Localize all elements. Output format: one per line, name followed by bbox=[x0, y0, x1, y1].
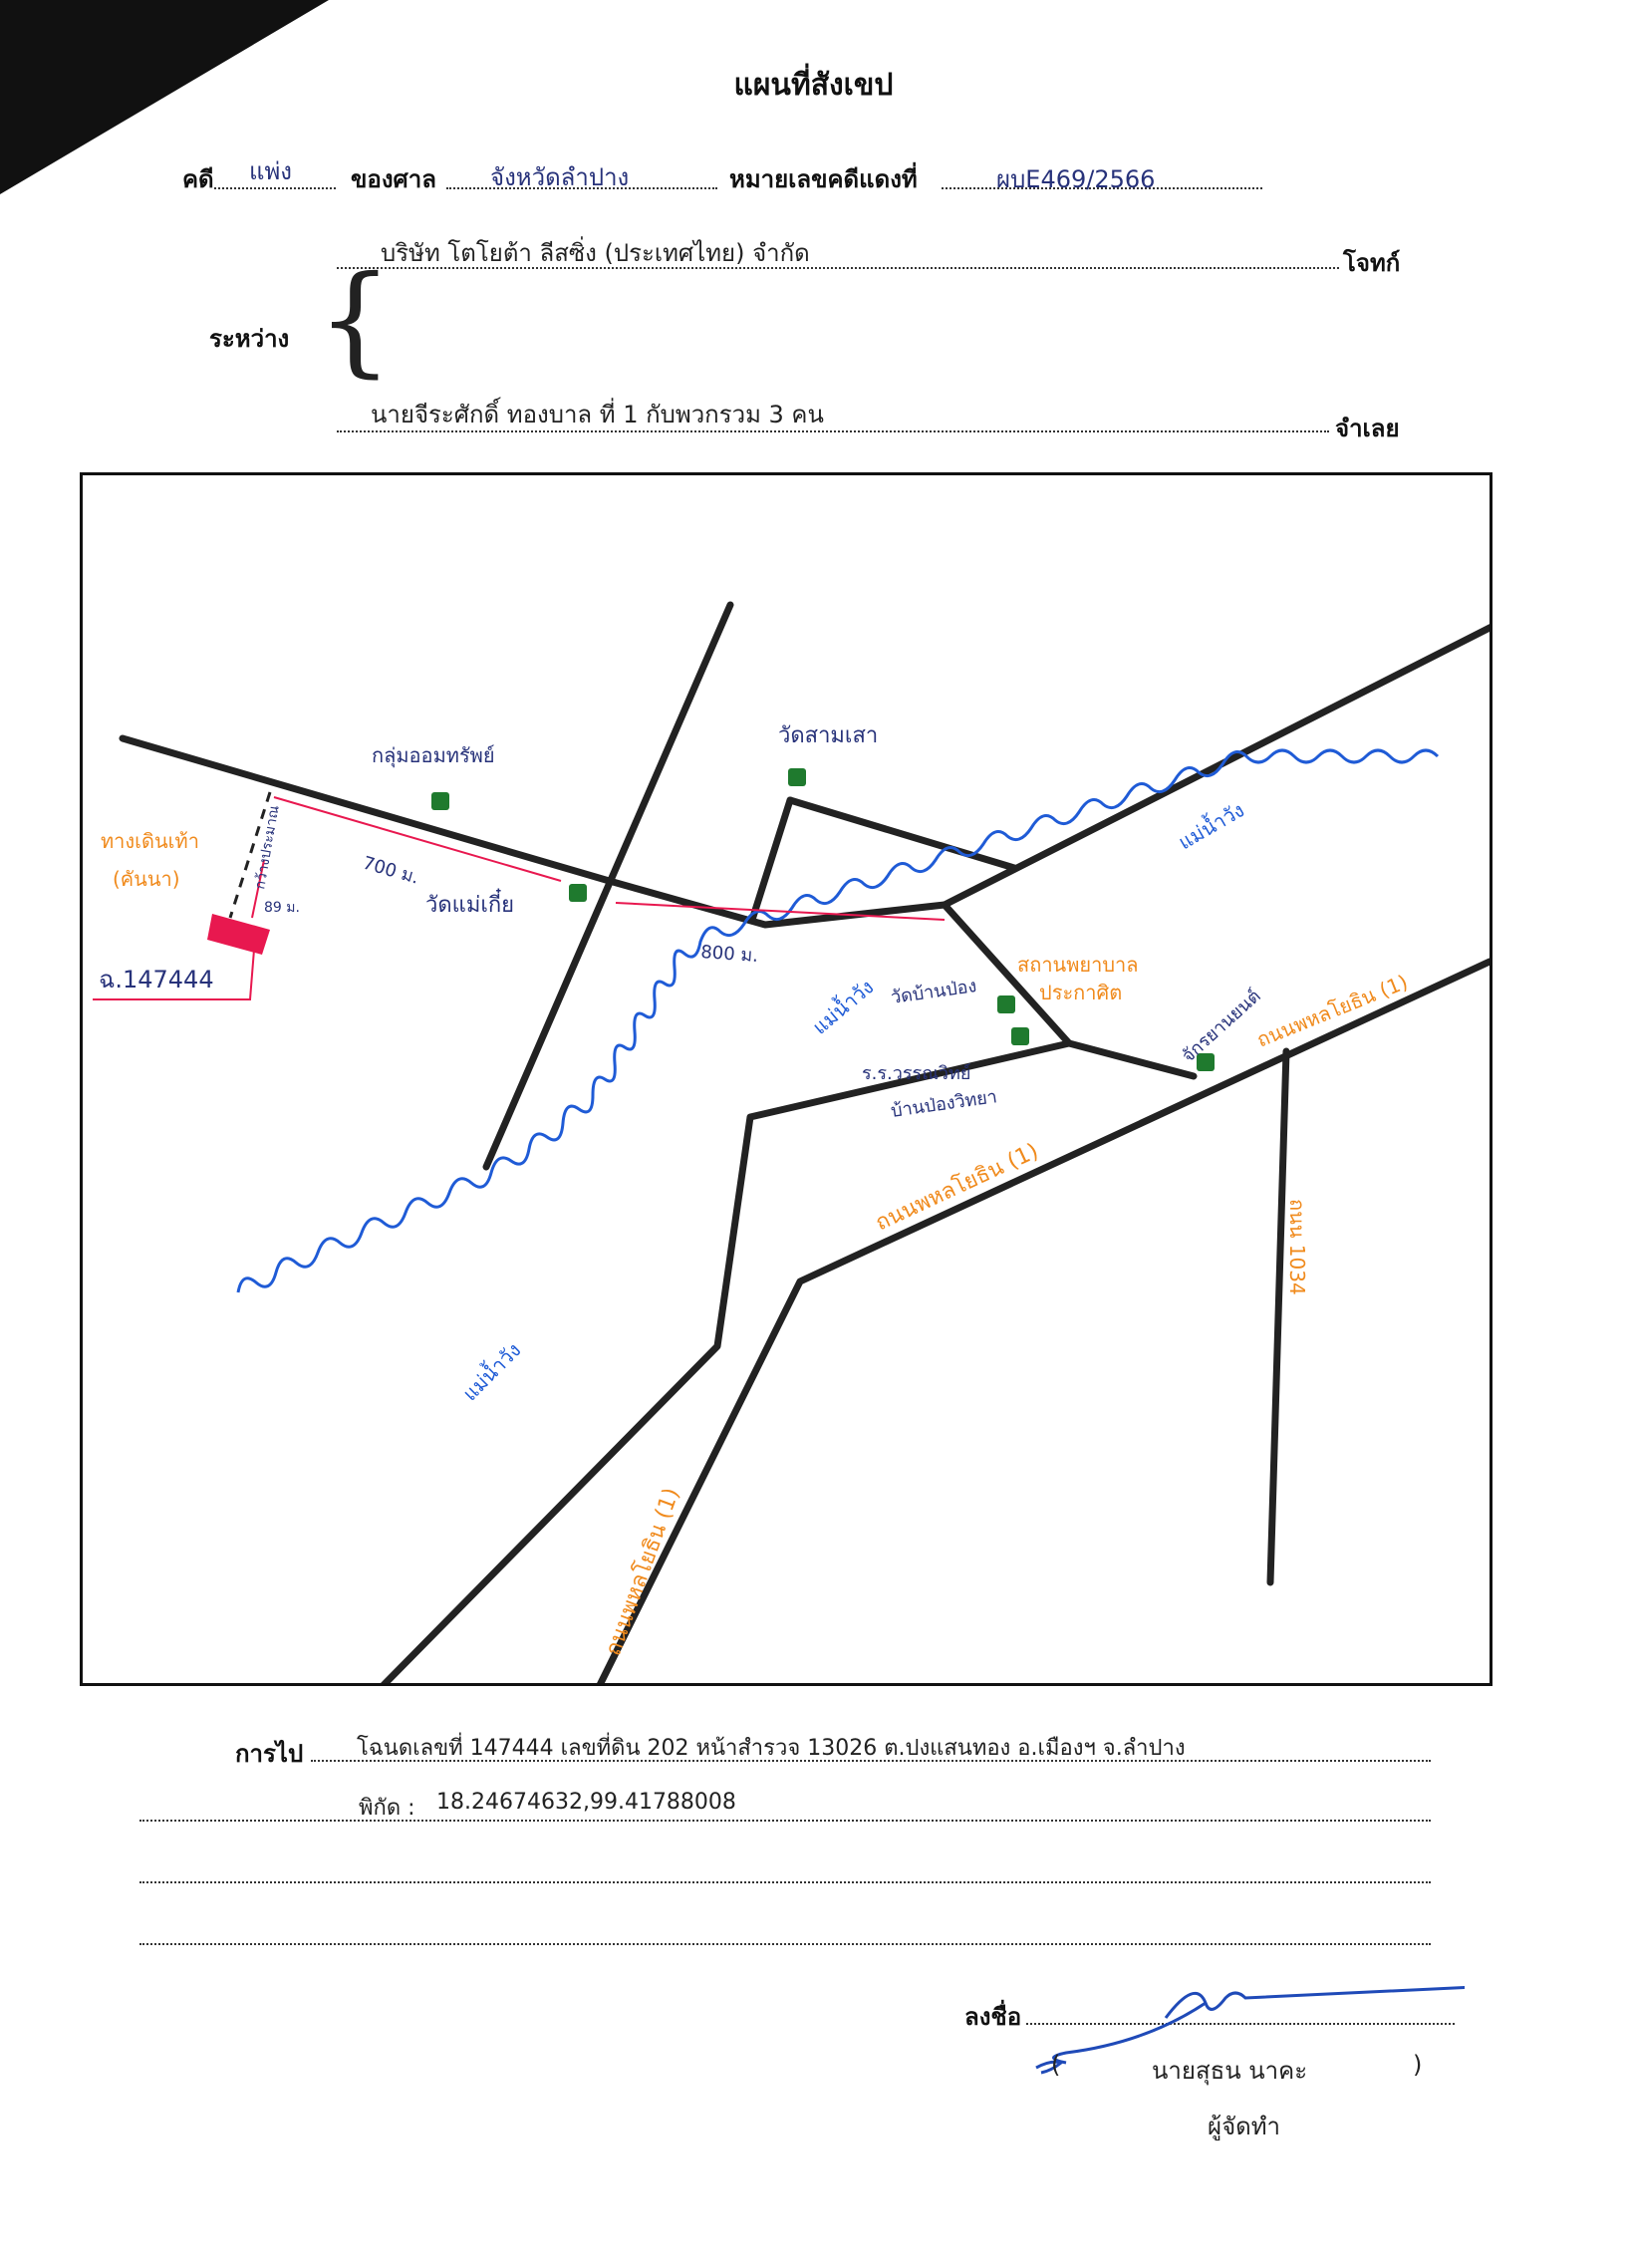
label-wat-sam-sao: วัดสามเสา bbox=[778, 723, 878, 748]
landmark-wat-ban-pong bbox=[997, 995, 1015, 1013]
coords-value: 18.24674632,99.41788008 bbox=[436, 1790, 736, 1815]
label-road-main-3: ถนนพหลโยธิน (1) bbox=[600, 1485, 684, 1659]
route-label: การไป bbox=[235, 1740, 304, 1768]
label-road-main-2: ถนนพหลโยธิน (1) bbox=[872, 1138, 1043, 1236]
label-dist-700: 700 ม. bbox=[361, 853, 421, 889]
road-spur-east bbox=[786, 796, 1018, 872]
road-wat-sam-sao bbox=[748, 796, 794, 924]
label-wat-ban-pong: วัดบ้านป่อง bbox=[890, 976, 978, 1008]
route-dotline-4 bbox=[139, 1943, 1431, 1945]
corner-shadow bbox=[0, 0, 329, 194]
label-river-1: แม่น้ำวัง bbox=[1174, 796, 1248, 855]
signer-name: นายสุธน นาคะ bbox=[1152, 2057, 1308, 2085]
case-dotline bbox=[214, 187, 336, 189]
plaintiff-label: โจทก์ bbox=[1343, 249, 1401, 277]
road-1034 bbox=[1266, 1047, 1290, 1586]
river bbox=[236, 748, 1440, 1293]
sign-label: ลงชื่อ bbox=[964, 2003, 1022, 2031]
plaintiff-name: บริษัท โตโยต้า ลีสซิ่ง (ประเทศไทย) จำกัด bbox=[381, 239, 810, 267]
route-dotline-2 bbox=[139, 1820, 1431, 1822]
label-width-value: 89 ม. bbox=[264, 900, 300, 916]
court-value: จังหวัดลำปาง bbox=[490, 163, 630, 191]
landmark-wat-sam-sao bbox=[788, 768, 806, 786]
route-text: โฉนดเลขที่ 147444 เลขที่ดิน 202 หน้าสำรว… bbox=[357, 1736, 1186, 1761]
width-arrow bbox=[251, 859, 265, 919]
signer-close: ) bbox=[1413, 2051, 1423, 2079]
road-northeast bbox=[941, 624, 1490, 909]
red-case-label: หมายเลขคดีแดงที่ bbox=[729, 165, 918, 193]
dist-800-arrow bbox=[615, 902, 946, 921]
dist-700-arrow bbox=[273, 796, 562, 882]
case-value: แพ่ง bbox=[249, 157, 293, 185]
coords-label: พิกัด : bbox=[359, 1796, 415, 1821]
red-case-dotline bbox=[942, 187, 1262, 189]
label-footpath: ทางเดินเท้า bbox=[101, 829, 199, 853]
label-school-2: บ้านป่องวิทยา bbox=[890, 1086, 998, 1122]
court-dotline bbox=[446, 187, 717, 189]
defendant-dotline bbox=[337, 430, 1329, 432]
red-case-value: ผบE469/2566 bbox=[996, 165, 1156, 193]
signer-open: ( bbox=[1051, 2051, 1061, 2079]
label-deed-no: ฉ.147444 bbox=[99, 966, 214, 993]
landmarks bbox=[431, 768, 1215, 1071]
label-station: สถานพยาบาล bbox=[1017, 953, 1139, 977]
footpath-dashed bbox=[228, 791, 272, 919]
court-label: ของศาล bbox=[351, 165, 436, 193]
label-savings-group: กลุ่มออมทรัพย์ bbox=[372, 743, 495, 768]
roads bbox=[119, 601, 1490, 1683]
landmark-shop bbox=[1197, 1053, 1215, 1071]
plot-marker bbox=[207, 914, 270, 955]
defendant-name: นายจีระศักดิ์ ทองบาล ที่ 1 กับพวกรวม 3 ค… bbox=[371, 401, 824, 428]
road-west bbox=[119, 734, 949, 929]
road-phahon bbox=[597, 958, 1490, 1683]
label-school-1: ร.ร.วรรณวิทย์ bbox=[862, 1063, 970, 1084]
landmark-school bbox=[1011, 1027, 1029, 1045]
signer-role: ผู้จัดทำ bbox=[1208, 2113, 1281, 2140]
label-road-1034: ถนน 1034 bbox=[1285, 1199, 1309, 1295]
label-wat-mae-kia: วัดแม่เกี๋ย bbox=[425, 888, 514, 918]
page-title: แผนที่สังเขป bbox=[733, 68, 894, 103]
label-station-2: ประกาศิต bbox=[1039, 981, 1122, 1004]
plaintiff-dotline bbox=[337, 267, 1339, 269]
label-shop: จักรยานยนต์ bbox=[1178, 986, 1264, 1067]
between-label: ระหว่าง bbox=[209, 325, 290, 353]
sign-dotline bbox=[1026, 2023, 1455, 2025]
route-dotline-1 bbox=[311, 1760, 1431, 1762]
label-width-note: กว้างประมาณ bbox=[252, 804, 283, 891]
road-school bbox=[381, 1039, 1073, 1683]
signature bbox=[1035, 1985, 1465, 2075]
between-brace: { bbox=[317, 251, 394, 390]
defendant-label: จำเลย bbox=[1335, 415, 1400, 442]
label-river-2: แม่น้ำวัง bbox=[807, 974, 879, 1039]
distance-markers bbox=[93, 796, 946, 1000]
route-dotline-3 bbox=[139, 1881, 1431, 1883]
deed-underline bbox=[93, 949, 255, 1000]
label-footpath-sub: (คันนา) bbox=[113, 867, 180, 891]
sketch-map-frame: ทางเดินเท้า (คันนา) กว้างประมาณ 89 ม. ฉ.… bbox=[80, 472, 1492, 1686]
case-label: คดี bbox=[182, 165, 214, 193]
label-dist-800: 800 ม. bbox=[700, 942, 759, 967]
sketch-map: ทางเดินเท้า (คันนา) กว้างประมาณ 89 ม. ฉ.… bbox=[93, 601, 1490, 1683]
road-north-south bbox=[482, 601, 734, 1171]
landmark-savings-group bbox=[431, 792, 449, 810]
landmark-wat-mae-kia bbox=[569, 884, 587, 902]
label-river-3: แม่น้ำวัง bbox=[456, 1336, 525, 1405]
